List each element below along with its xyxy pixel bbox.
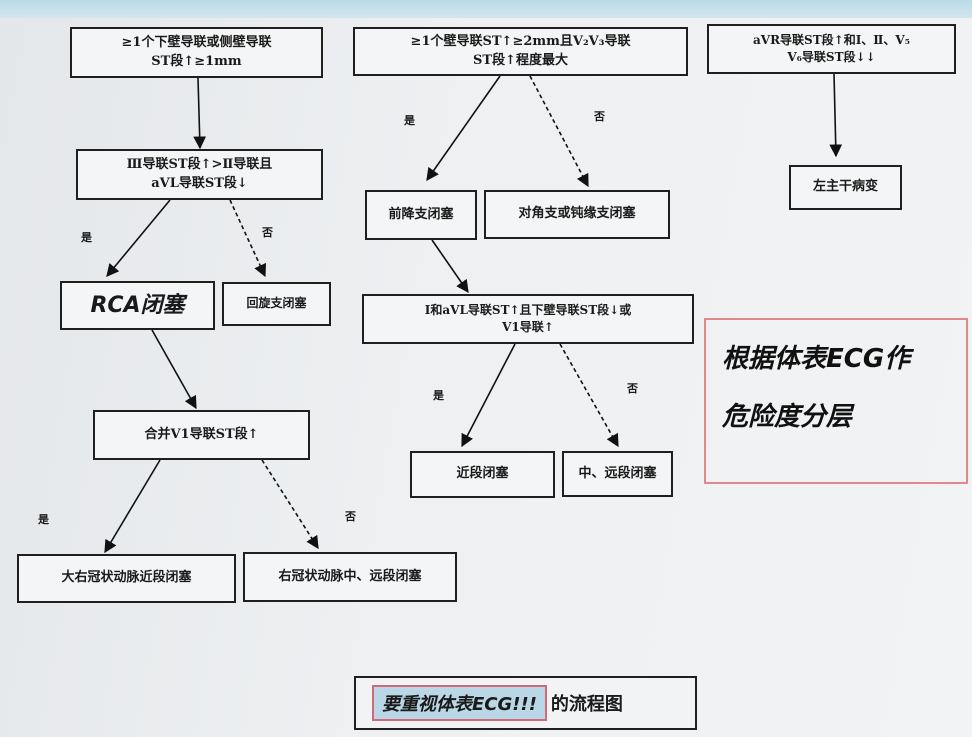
node-lead1-avl-criteria: Ⅰ和aVL导联ST↑且下壁导联ST段↓或 V1导联↑ [362,294,694,344]
node-mid-distal-occlusion: 中、远段闭塞 [562,451,673,497]
label-yes-n2: 是 [81,231,92,244]
label-yes-n11: 是 [433,389,444,402]
caption-suffix: 的流程图 [550,694,623,715]
arrow-n3-n5 [151,329,197,410]
node-circumflex-occlusion: 回旋支闭塞 [222,282,331,326]
node-rca-occlusion: RCA闭塞 [60,281,215,330]
risk-stratification-note: 根据体表ECG作 危险度分层 [704,318,968,484]
arrow-n8-n9 [426,75,501,182]
arrow-n2-n4 [229,199,266,278]
label-no-n2: 否 [262,226,273,239]
label-yes-n5: 是 [38,513,49,526]
node-anterior-st-elevation: ≥1个壁导联ST↑≥2mm且V₂V₃导联 ST段↑程度最大 [353,27,688,76]
node-proximal-rca-occlusion: 大右冠状动脉近段闭塞 [17,554,236,603]
arrow-n8-n10 [529,75,589,188]
node-v1-st-elevation: 合并V1导联ST段↑ [93,410,310,460]
arrow-n2-n3 [106,199,171,277]
node-avr-st-elevation: aVR导联ST段↑和Ⅰ、Ⅱ、V₅ V₆导联ST段↓↓ [707,24,956,74]
node-lad-occlusion: 前降支闭塞 [365,190,477,240]
label-yes-n8: 是 [404,114,415,127]
note-line-1: 根据体表ECG作 [722,344,911,374]
label-no-n5: 否 [345,510,356,523]
node-lead3-vs-lead2-avl: Ⅲ导联ST段↑>Ⅱ导联且 aVL导联ST段↓ [76,149,323,200]
arrow-n9-n11 [431,239,469,294]
arrow-n5-n7 [261,459,319,550]
arrow-n14-n15 [829,73,843,158]
node-proximal-occlusion: 近段闭塞 [410,451,555,498]
node-diagonal-marginal-occlusion: 对角支或钝缘支闭塞 [484,190,670,239]
node-inferior-lateral-st-elevation: ≥1个下壁导联或侧壁导联 ST段↑≥1mm [70,27,323,78]
arrow-n11-n12 [461,343,516,448]
flowchart-caption: 要重视体表ECG!!! 的流程图 [354,676,697,730]
arrow-n1-n2 [193,77,207,150]
arrow-n11-n13 [559,343,619,448]
node-mid-distal-rca-occlusion: 右冠状动脉中、远段闭塞 [243,552,457,602]
node-left-main-disease: 左主干病变 [789,165,902,210]
note-line-2: 危险度分层 [722,402,853,432]
arrow-n5-n6 [104,459,161,554]
caption-emphasis: 要重视体表ECG!!! [372,685,547,721]
label-no-n11: 否 [627,382,638,395]
label-no-n8: 否 [594,110,605,123]
slide-background [0,18,972,737]
